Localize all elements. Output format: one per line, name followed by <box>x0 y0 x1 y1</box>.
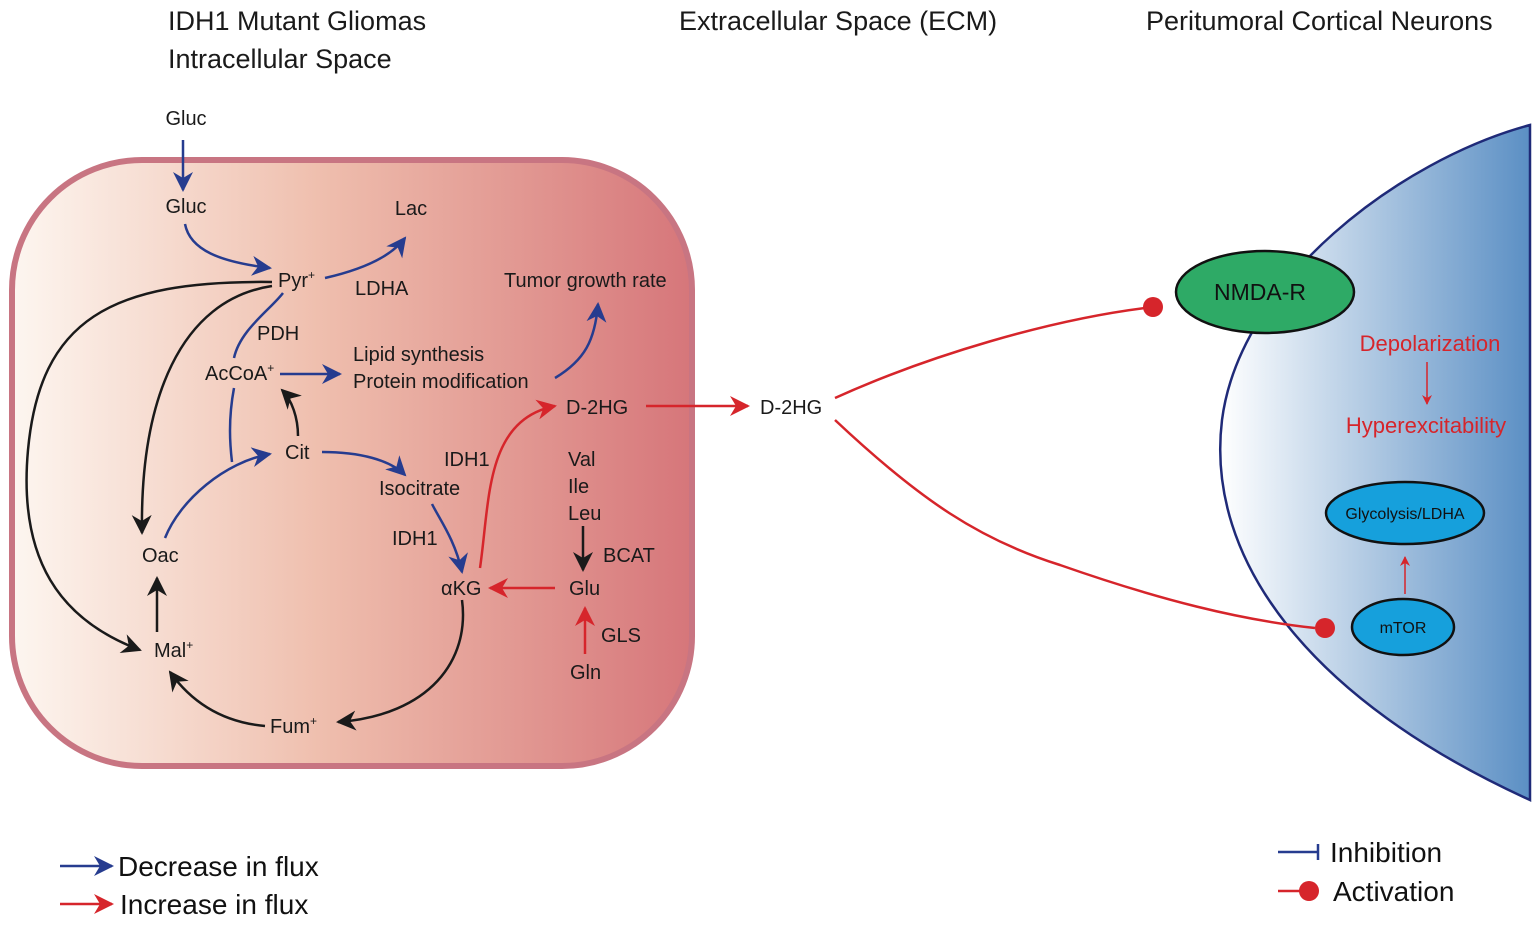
label-idh1-upper: IDH1 <box>444 449 490 471</box>
arrow-gluc-pyr <box>183 223 272 276</box>
label-accoa-plus: + <box>267 361 274 375</box>
arrow-pyr-lac <box>324 236 407 280</box>
label-accoa-text: AcCoA <box>205 363 268 385</box>
arrow-cit-isocitrate <box>321 450 407 477</box>
label-d2hg-inside: D-2HG <box>566 397 628 419</box>
arrow-pyr-accoa <box>232 292 284 359</box>
label-protein-modification: Protein modification <box>353 371 529 393</box>
label-fum: Fum+ <box>270 714 317 738</box>
label-oac: Oac <box>142 545 179 567</box>
label-idh1-lower: IDH1 <box>392 528 438 550</box>
nmda-receptor <box>1174 249 1356 335</box>
mtor-label: mTOR <box>1380 620 1427 637</box>
tumor-cell <box>9 157 695 769</box>
arrow-accoa-cit-line <box>228 387 236 463</box>
label-pyr-text: Pyr <box>278 270 308 292</box>
header-right: Peritumoral Cortical Neurons <box>1146 6 1493 36</box>
arrow-pyr-oac <box>131 284 273 535</box>
label-d2hg-ecm: D-2HG <box>760 397 822 419</box>
label-bcat: BCAT <box>603 545 655 567</box>
legend-increase: Increase in flux <box>120 889 308 920</box>
hyperexcitability-label: Hyperexcitability <box>1346 413 1506 438</box>
activation-dot-nmda <box>1143 297 1163 317</box>
label-lipid-synthesis: Lipid synthesis <box>353 344 484 366</box>
header-left-line2: Intracellular Space <box>168 44 392 74</box>
nmda-receptor-label: NMDA-R <box>1214 279 1306 305</box>
legend-decrease: Decrease in flux <box>118 851 319 882</box>
label-pdh: PDH <box>257 323 299 345</box>
glycolysis-ldha-label: Glycolysis/LDHA <box>1345 506 1464 523</box>
arrow-pyr-mal <box>25 280 273 654</box>
label-fum-text: Fum <box>270 716 310 738</box>
legend-activation-dot <box>1299 881 1319 901</box>
label-gln: Gln <box>570 662 601 684</box>
label-pyr-plus: + <box>308 268 315 282</box>
legend-inhibition: Inhibition <box>1330 837 1442 868</box>
arrow-akg-fum <box>336 599 465 731</box>
arrow-oac-cit <box>163 447 272 539</box>
neuron-cell <box>1219 123 1532 802</box>
link-d2hg-nmda <box>834 306 1146 400</box>
label-val: Val <box>568 449 595 471</box>
legend-activation: Activation <box>1333 876 1454 907</box>
label-ile: Ile <box>568 476 589 498</box>
arrow-isocitrate-akg <box>430 503 468 574</box>
label-gls: GLS <box>601 625 641 647</box>
label-mal-plus: + <box>186 638 193 652</box>
header-middle: Extracellular Space (ECM) <box>679 6 997 36</box>
label-isocitrate: Isocitrate <box>379 478 460 500</box>
label-gluc-outside: Gluc <box>165 108 206 130</box>
label-fum-plus: + <box>310 714 317 728</box>
arrow-fum-mal <box>168 670 266 728</box>
header-left-line1: IDH1 Mutant Gliomas <box>168 6 426 36</box>
label-akg: αKG <box>441 578 481 600</box>
arrow-growth <box>554 302 607 380</box>
label-glu: Glu <box>569 578 600 600</box>
label-pyr: Pyr+ <box>278 268 315 292</box>
label-leu: Leu <box>568 503 601 525</box>
label-gluc-inside: Gluc <box>165 196 206 218</box>
glycolysis-ldha-node <box>1324 480 1486 546</box>
activation-dot-mtor <box>1315 618 1335 638</box>
depolarization-label: Depolarization <box>1360 331 1501 356</box>
label-mal: Mal+ <box>154 638 193 662</box>
link-d2hg-mtor <box>834 419 1316 630</box>
label-accoa: AcCoA+ <box>205 361 274 385</box>
arrow-akg-d2hg <box>478 399 557 569</box>
arrow-cit-accoa <box>280 388 302 437</box>
label-cit: Cit <box>285 442 310 464</box>
label-mal-text: Mal <box>154 640 186 662</box>
legend-inhibition-symbol <box>1278 844 1320 860</box>
label-lac: Lac <box>395 198 427 220</box>
label-tumor-growth: Tumor growth rate <box>504 270 667 292</box>
label-ldha: LDHA <box>355 278 409 300</box>
mtor-node <box>1350 597 1456 657</box>
